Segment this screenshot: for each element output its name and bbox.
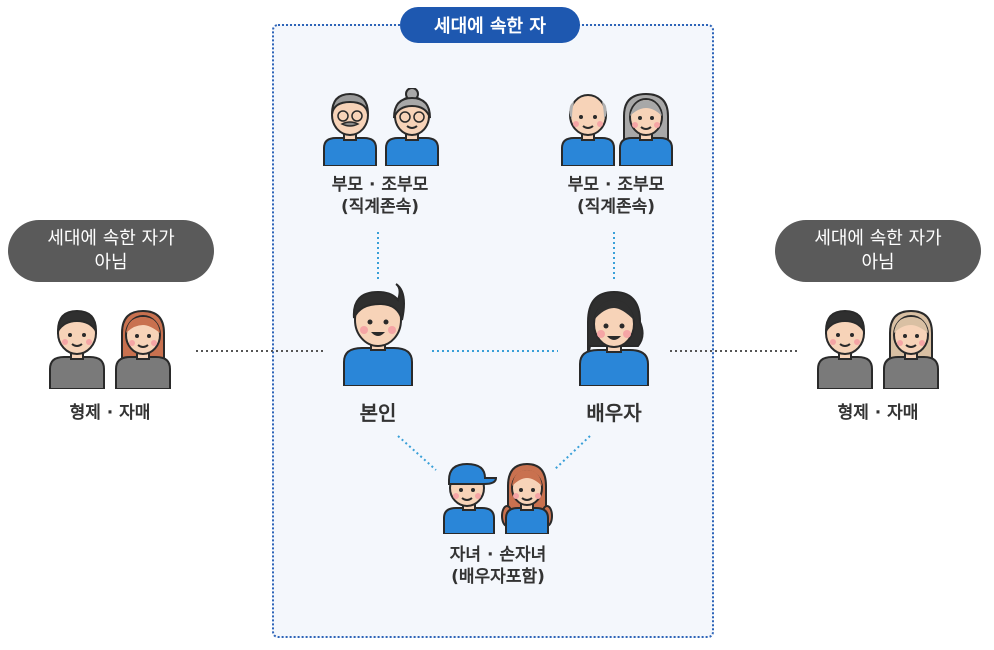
sibling-sister-icon: [115, 309, 171, 389]
sibling-brother-icon: [49, 309, 105, 389]
parents-label-right: 부모 · 조부모 (직계존속): [536, 174, 696, 218]
child-girl-icon: [501, 462, 553, 534]
sibling-sister-icon: [883, 309, 939, 389]
grandfather-icon: [323, 92, 377, 166]
parents-label-line2: (직계존속): [576, 197, 656, 217]
parents-label-left: 부모 · 조부모 (직계존속): [300, 174, 460, 218]
connector-self-children: [397, 435, 437, 471]
child-boy-icon: [443, 462, 498, 534]
non-household-line1: 세대에 속한 자가: [47, 228, 175, 249]
self-label: 본인: [359, 401, 397, 425]
connector-spouse-children: [553, 435, 591, 471]
spouse-icon: [579, 290, 649, 386]
non-household-badge-right: 세대에 속한 자가 아님: [775, 220, 981, 282]
parents-label-line1: 부모 · 조부모: [331, 175, 429, 195]
siblings-label-left: 형제 · 자매: [69, 403, 151, 423]
children-label: 자녀 · 손자녀 (배우자포함): [418, 544, 578, 588]
children-label-line2: (배우자포함): [451, 567, 545, 587]
parents-label-line2: (직계존속): [340, 197, 420, 217]
non-household-line2: 아님: [861, 252, 895, 273]
sibling-brother-icon: [817, 309, 873, 389]
grandmother-icon: [619, 92, 673, 166]
siblings-label-right: 형제 · 자매: [837, 403, 919, 423]
self-icon: [343, 283, 413, 386]
children-label-line1: 자녀 · 손자녀: [449, 545, 547, 565]
non-household-badge-left: 세대에 속한 자가 아님: [8, 220, 214, 282]
spouse-label: 배우자: [586, 401, 642, 425]
non-household-line2: 아님: [94, 252, 128, 273]
household-title: 세대에 속한 자: [400, 7, 580, 43]
parents-label-line1: 부모 · 조부모: [567, 175, 665, 195]
grandfather-icon: [561, 94, 615, 166]
grandmother-icon: [385, 88, 439, 166]
non-household-line1: 세대에 속한 자가: [814, 228, 942, 249]
